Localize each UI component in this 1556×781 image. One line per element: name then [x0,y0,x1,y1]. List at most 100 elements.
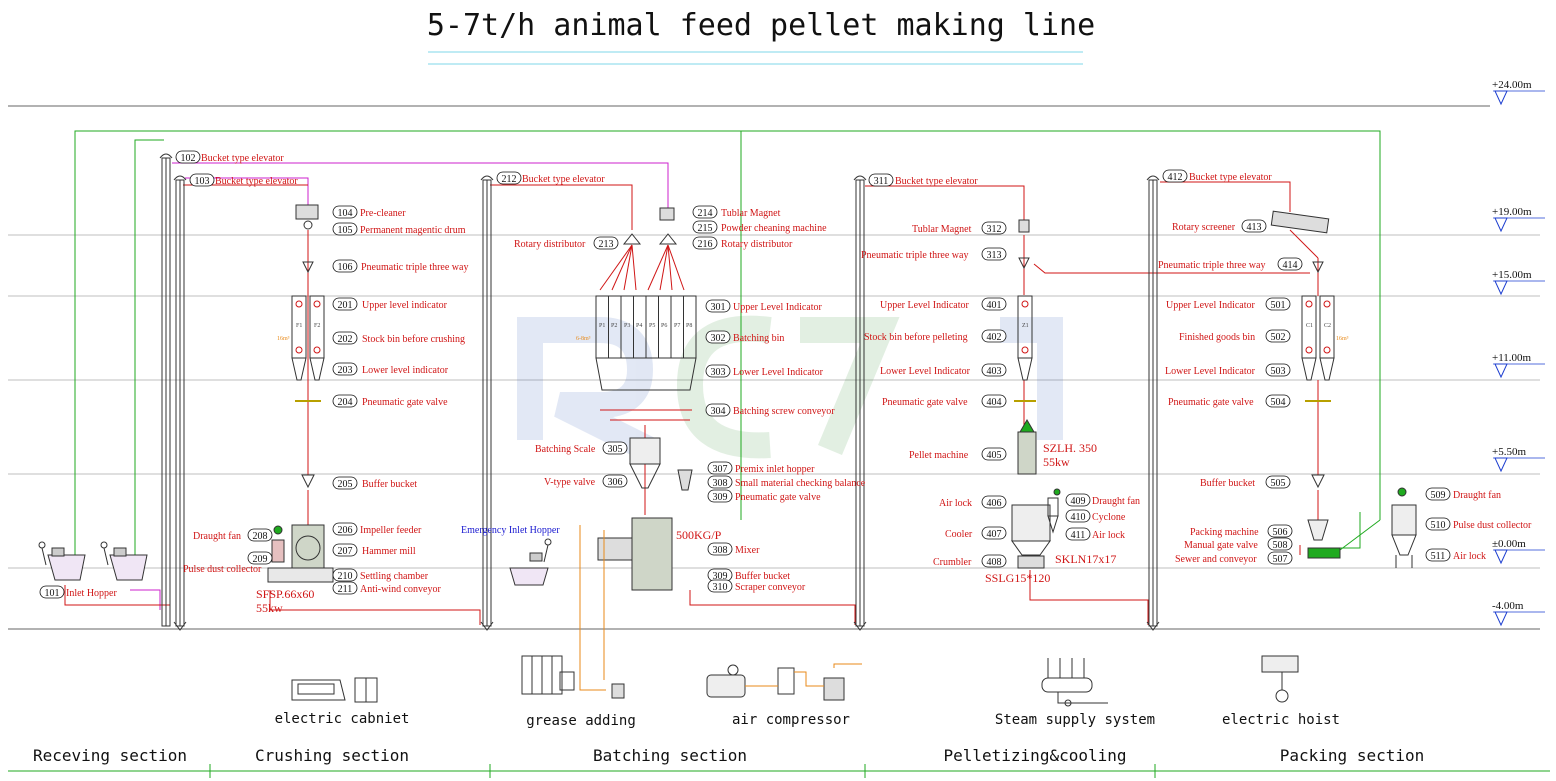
bin-id: P2 [611,323,617,329]
stock-bin-crushing [291,295,325,381]
callout-number: 208 [253,531,268,542]
worker-icon [544,538,552,546]
callout-310: 310 Scraper conveyor [707,579,806,593]
callout-501: Upper Level Indicator 501 [1166,297,1291,311]
callout-number: 201 [338,300,353,311]
finished-goods-bin [1301,295,1335,381]
aux-grease-label: grease adding [526,713,636,729]
callout-label: Bucket type elevator [895,176,978,187]
bin-volume: 16m³ [277,336,290,342]
bin-id: P5 [649,323,655,329]
inlet-hoppers [38,538,552,586]
callout-number: 509 [1431,490,1446,501]
callout-number: 410 [1071,512,1086,523]
callout-212: 212 Bucket type elevator [496,171,605,185]
bin-id: P8 [686,323,692,329]
callout-number: 311 [874,176,889,187]
callout-101: 101 Inlet Hopper [39,585,117,599]
callout-308a: 308 Small material checking balance [707,475,866,489]
callout-label: Pneumatic triple three way [861,250,968,261]
callout-number: 206 [338,525,353,536]
callout-405: Pellet machine 405 [909,447,1007,461]
callout-number: 215 [698,223,713,234]
callout-number: 313 [987,250,1002,261]
elevation-label: +24.00m [1492,79,1532,91]
callout-303: 303 Lower Level Indicator [705,364,824,378]
callout-number: 408 [987,557,1002,568]
callout-label: Cooler [945,529,973,540]
callout-number: 306 [608,477,623,488]
callout-508: Manual gate valve 508 [1184,537,1293,551]
callout-number: 406 [987,498,1002,509]
callout-number: 307 [713,464,728,475]
callout-504: Pneumatic gate valve 504 [1168,394,1291,408]
elevation-marker: -4.00m [1492,600,1545,627]
bin-id: C2 [1324,323,1331,329]
rotary-screener-icon [1270,210,1330,234]
stock-bin-pelleting [1017,295,1033,381]
section-batching: Batching section [593,746,747,765]
callout-number: 413 [1247,222,1262,233]
callout-205: 205 Buffer bucket [332,476,417,490]
callout-number: 102 [181,153,196,164]
level-indicator-icon [1323,300,1331,308]
bin-id: P4 [636,323,642,329]
electric-hoist-icon [1261,655,1299,703]
rotary-distributor-icon [658,233,678,245]
callout-412: 412 Bucket type elevator [1162,169,1272,183]
level-indicator-icon [1021,300,1029,308]
callout-number: 302 [711,333,726,344]
callout-label: Sewer and conveyor [1175,554,1257,565]
callout-label: Lower level indicator [362,365,449,376]
callout-label: Lower Level Indicator [733,367,824,378]
callout-305: Batching Scale 305 [535,441,628,455]
bin-id: P3 [624,323,630,329]
callout-badge [39,585,65,599]
callout-number: 204 [338,397,353,408]
elevation-marker: +15.00m [1492,269,1545,296]
section-receiving: Receving section [33,746,187,765]
callout-label: Air lock [1092,530,1125,541]
spec-crumbler: SSLG15*120 [985,571,1050,585]
callout-label: Pneumatic triple three way [361,262,468,273]
callout-label: Lower Level Indicator [880,366,971,377]
magnetic-drum-icon [303,220,313,230]
bin-id: P1 [599,323,605,329]
cyclone-icon [1047,488,1061,534]
callout-307: 307 Premix inlet hopper [707,461,815,475]
electric-cabinet-icon [291,677,378,703]
callout-label: Batching screw conveyor [733,406,835,417]
callout-505: Buffer bucket 505 [1200,475,1291,489]
elevation-triangle-icon [1494,549,1508,565]
callout-401: Upper Level Indicator 401 [880,297,1007,311]
elevation-marker: +11.00m [1492,352,1545,379]
callout-511: 511 Air lock [1425,548,1486,562]
callout-102: 102 Bucket type elevator [175,150,284,164]
callout-label: Stock bin before crushing [362,334,465,345]
elevation-triangle-icon [1494,90,1508,106]
callout-number: 209 [253,554,268,565]
callout-number: 303 [711,367,726,378]
callout-215: 215 Powder cheaning machine [692,220,827,234]
callout-207: 207 Hammer mill [332,543,416,557]
callout-203: 203 Lower level indicator [332,362,449,376]
callout-label: Bucket type elevator [201,153,284,164]
callout-number: 101 [45,588,60,599]
callout-407: Cooler 407 [945,526,1007,540]
callout-410: 410 Cyclone [1065,509,1126,523]
spec-pellet-power: 55kw [1043,455,1070,469]
bin-id: C1 [1306,323,1313,329]
bin-id: P7 [674,323,680,329]
bucket-elevator-311 [853,175,867,631]
callout-label: Draught fan [193,531,241,542]
callout-label: Air lock [939,498,972,509]
spec-mixer: 500KG/P [676,528,722,542]
bin-id: P6 [661,323,667,329]
callout-label: Cyclone [1092,512,1126,523]
callout-104: 104 Pre-cleaner [332,205,406,219]
callout-414: Pneumatic triple three way 414 [1158,257,1303,271]
callout-number: 213 [599,239,614,250]
callout-label: Pneumatic gate valve [1168,397,1254,408]
callout-number: 105 [338,225,353,236]
callout-label: Powder cheaning machine [721,223,827,234]
